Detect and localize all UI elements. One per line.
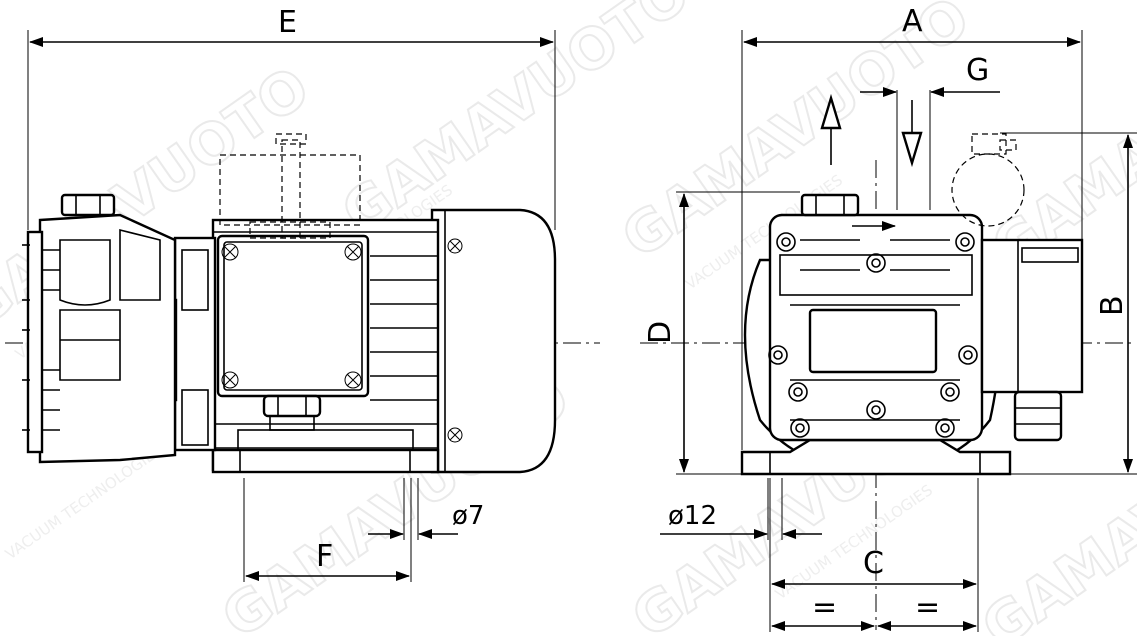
dim-label-equal-left: = — [812, 590, 837, 625]
side-view — [5, 133, 600, 474]
front-view — [640, 90, 1135, 630]
dim-label-G: G — [966, 53, 989, 88]
dim-label-D: D — [643, 321, 678, 344]
dim-label-A: A — [902, 4, 923, 39]
dim-label-B: B — [1095, 295, 1130, 316]
dim-label-phi12: ø12 — [668, 501, 717, 531]
dim-label-equal-right: = — [915, 590, 940, 625]
side-view-dimensions: E F ø7 — [27, 5, 556, 582]
front-view-dimensions: A G B D ø12 C = = — [643, 4, 1137, 632]
dim-label-F: F — [316, 539, 333, 574]
dim-label-C: C — [863, 546, 884, 581]
dim-label-E: E — [278, 5, 297, 40]
dim-label-phi7: ø7 — [452, 501, 484, 531]
